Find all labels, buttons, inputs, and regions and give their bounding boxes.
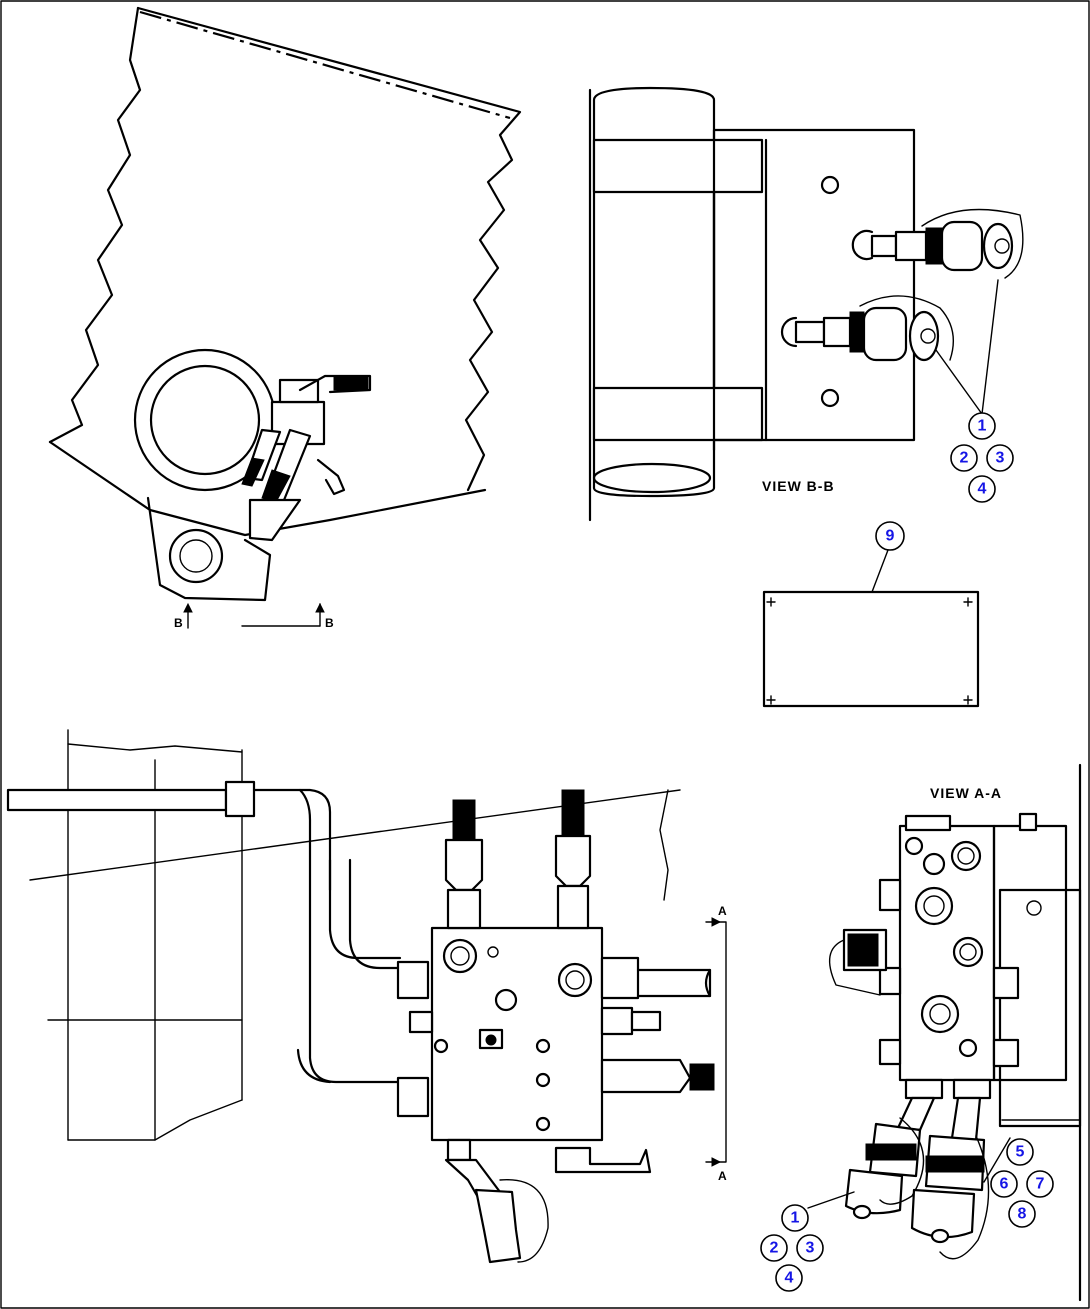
view-a-a-drawing <box>807 763 1082 1302</box>
callout-9: 9 <box>886 528 895 545</box>
callout-8: 8 <box>1018 1206 1027 1223</box>
plate-detail <box>762 521 980 708</box>
callout-group-view-a-right <box>990 1138 1054 1228</box>
section-mark-a-bottom: A <box>718 1169 727 1183</box>
view-b-b-label: VIEW B-B <box>762 478 835 494</box>
section-mark-b-right: B <box>325 616 334 630</box>
callout-3: 3 <box>996 450 1005 467</box>
callout-2: 2 <box>960 450 969 467</box>
callout-4: 4 <box>978 481 987 498</box>
view-a-a-label: VIEW A-A <box>930 785 1002 801</box>
callout-6: 6 <box>1000 1176 1009 1193</box>
boom-arm-detail <box>48 6 522 629</box>
view-b-b-drawing <box>588 86 1024 522</box>
callout-1: 1 <box>978 418 987 435</box>
section-mark-a-top: A <box>718 904 727 918</box>
callout-5: 5 <box>1016 1144 1025 1161</box>
hydraulic-block-assembly <box>6 729 727 1264</box>
callout-group-view-b <box>950 412 1014 503</box>
callout-4-a: 4 <box>785 1270 794 1287</box>
callout-2-a: 2 <box>770 1240 779 1257</box>
callout-3-a: 3 <box>806 1240 815 1257</box>
section-mark-b-left: B <box>174 616 183 630</box>
callout-1-a: 1 <box>791 1210 800 1227</box>
callout-group-view-a-left <box>760 1204 824 1292</box>
callout-7: 7 <box>1036 1176 1045 1193</box>
